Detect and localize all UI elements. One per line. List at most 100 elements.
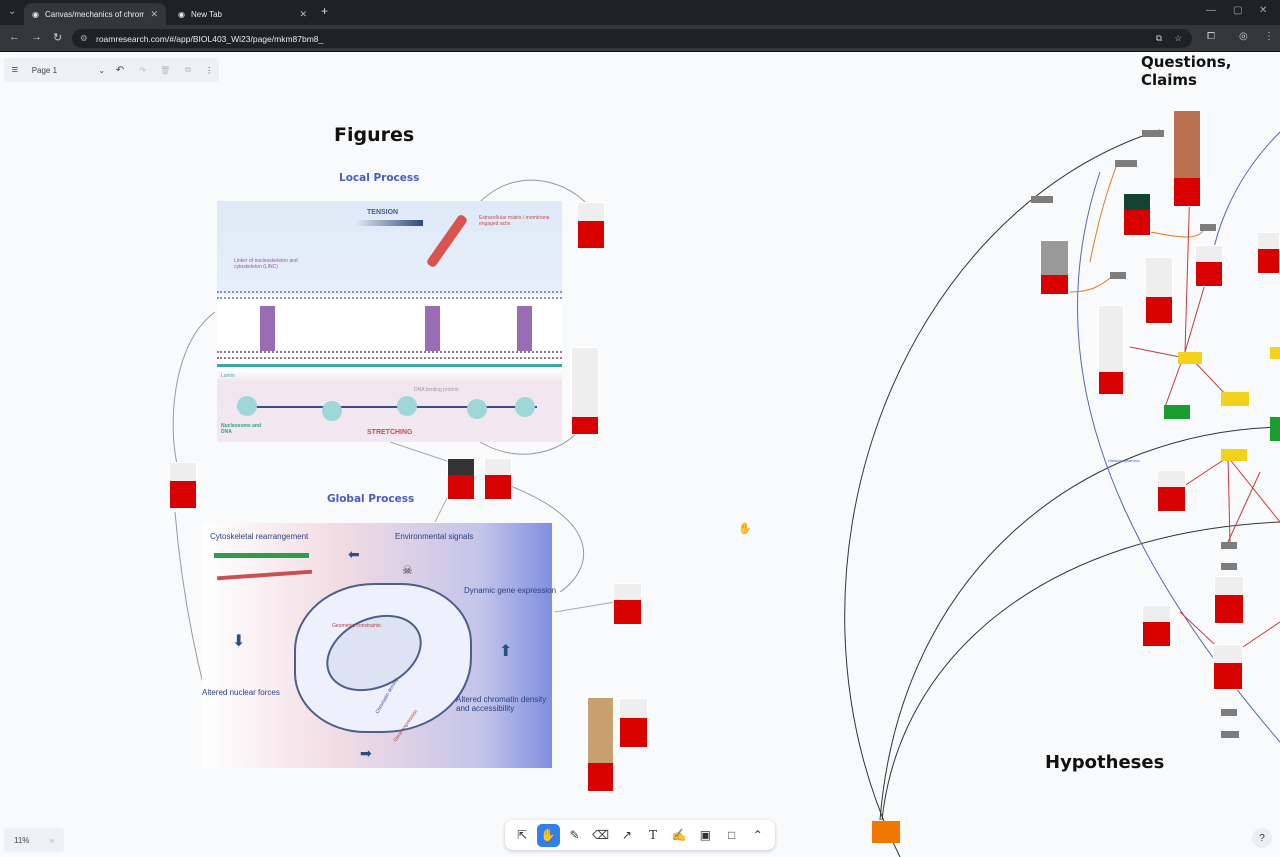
install-app-icon[interactable]: ⧉ (1155, 33, 1162, 43)
reference-card[interactable] (571, 347, 599, 435)
question-node[interactable] (1200, 224, 1216, 231)
claim-node[interactable] (1270, 347, 1280, 359)
question-node[interactable] (1221, 709, 1237, 716)
orange-connector (1149, 226, 1206, 238)
reference-card[interactable] (587, 697, 614, 792)
actin-filament (425, 213, 469, 269)
close-icon[interactable]: ✕ (150, 8, 158, 19)
local-process-figure[interactable]: TENSION Extracellular matrix / membrane … (217, 201, 562, 442)
dna-binding-label: DNA binding protein (414, 387, 459, 393)
gray-connector (499, 481, 585, 593)
question-node[interactable] (1110, 272, 1126, 279)
hamburger-menu-icon[interactable]: ≡ (11, 64, 19, 76)
close-icon[interactable]: ✕ (299, 8, 307, 19)
chrome-icon: ◉ (178, 9, 185, 19)
text-tool-icon[interactable]: T (649, 828, 658, 842)
reference-card[interactable] (1098, 305, 1124, 395)
maximize-icon[interactable]: ▢ (1233, 5, 1243, 16)
nucleosome-label: Nucleosome and DNA (221, 423, 262, 435)
reference-card[interactable] (1195, 245, 1223, 287)
select-tool-icon[interactable]: ⇱ (517, 828, 528, 842)
reload-icon[interactable]: ↻ (53, 32, 63, 44)
menu-icon[interactable]: ⋮ (1264, 31, 1274, 42)
reference-card[interactable] (1145, 257, 1173, 324)
hand-tool-icon[interactable]: ✋ (536, 823, 560, 847)
page-select[interactable]: Page 1 (31, 65, 58, 75)
tab-canvas[interactable]: ◉ Canvas/mechanics of chromatin ✕ (24, 3, 166, 25)
claim-node[interactable] (1178, 352, 1202, 364)
claim-node[interactable] (1221, 449, 1247, 461)
lamin-line (217, 364, 562, 367)
tab-new-tab[interactable]: ◉ New Tab ✕ (170, 3, 315, 25)
zoom-indicator[interactable]: 11% » (4, 828, 64, 852)
close-window-icon[interactable]: ✕ (1259, 5, 1268, 16)
claim-node[interactable] (1221, 392, 1249, 406)
note-tool-icon[interactable]: ✍ (671, 828, 687, 842)
reference-card[interactable] (1157, 470, 1186, 512)
reference-card[interactable] (619, 698, 648, 748)
reference-card[interactable] (613, 583, 642, 625)
reference-card[interactable] (169, 462, 197, 509)
reference-card[interactable] (1214, 576, 1244, 624)
toxin-bottle-icon: ☠ (402, 563, 413, 577)
reference-card[interactable] (447, 458, 475, 500)
reference-card[interactable] (1173, 110, 1201, 207)
whiteboard-canvas[interactable]: ≡ Page 1 ⌄ ↶ ↷ 🗑 ⧉ ⋮ Figures Questions, … (0, 52, 1280, 857)
linc-complex (425, 306, 440, 351)
reference-card[interactable] (1142, 605, 1171, 647)
rectangle-tool-icon[interactable]: □ (727, 828, 736, 842)
question-node[interactable] (1142, 130, 1164, 137)
chevron-down-icon[interactable]: ⌄ (98, 65, 106, 75)
expand-icon[interactable]: » (49, 835, 54, 845)
forward-icon[interactable]: → (31, 31, 42, 43)
reference-card[interactable] (1257, 232, 1280, 274)
evidence-node[interactable] (1164, 405, 1190, 419)
linc-complex (517, 306, 532, 351)
reference-card[interactable] (1213, 644, 1243, 690)
arrow-tool-icon[interactable]: ↗ (621, 828, 632, 842)
reference-card[interactable] (1040, 240, 1069, 295)
tab-search-icon[interactable]: ⌄ (8, 6, 17, 17)
microtubule (214, 553, 309, 558)
question-node[interactable] (1031, 196, 1053, 203)
reference-card[interactable] (484, 458, 512, 500)
reference-card[interactable] (1123, 193, 1151, 236)
ecm-label: Extracellular matrix / membrane engaged … (479, 215, 550, 227)
duplicate-icon[interactable]: ⧉ (185, 65, 191, 74)
top-toolbar: ≡ Page 1 ⌄ ↶ ↷ 🗑 ⧉ ⋮ (4, 58, 219, 82)
delete-icon[interactable]: 🗑 (160, 65, 171, 75)
global-process-figure[interactable]: Cytoskeletal rearrangement Environmental… (202, 523, 556, 768)
nuclear-forces-label: Altered nuclear forces (202, 688, 280, 697)
undo-icon[interactable]: ↶ (115, 64, 125, 76)
new-tab-button[interactable]: + (321, 4, 329, 18)
chevron-up-icon[interactable]: ⌃ (752, 828, 763, 842)
question-node[interactable] (1221, 731, 1239, 738)
eraser-tool-icon[interactable]: ⌫ (592, 828, 610, 842)
image-tool-icon[interactable]: ▣ (699, 828, 712, 842)
bookmark-star-icon[interactable]: ☆ (1174, 33, 1182, 43)
extensions-icon[interactable]: ⧠ (1207, 31, 1215, 42)
reference-card[interactable] (577, 202, 605, 249)
pencil-tool-icon[interactable]: ✎ (569, 828, 580, 842)
questions-heading: Questions, Claims (1141, 53, 1232, 89)
question-node[interactable] (1115, 160, 1137, 167)
question-node[interactable] (1221, 542, 1237, 549)
gray-connector (174, 511, 206, 693)
url-input[interactable]: ⚙ roamresearch.com/#/app/BIOL403_Wi23/pa… (72, 29, 1192, 48)
sticky-note[interactable] (872, 821, 900, 843)
question-node[interactable] (1221, 563, 1237, 570)
redo-icon[interactable]: ↷ (139, 65, 146, 75)
site-info-icon[interactable]: ⚙ (80, 33, 88, 43)
help-button[interactable]: ? (1252, 828, 1272, 848)
back-icon[interactable]: ← (9, 31, 20, 43)
minimize-icon[interactable]: — (1206, 5, 1216, 16)
evidence-node[interactable] (1270, 417, 1280, 441)
chromatin-density-label: Altered chromatin density and accessibil… (456, 695, 547, 713)
globe-icon: ◉ (32, 9, 39, 19)
dna-strand (237, 406, 537, 408)
profile-icon[interactable]: ◎ (1239, 31, 1248, 42)
more-options-icon[interactable]: ⋮ (205, 65, 214, 75)
arrow-left-icon: ⬅ (348, 546, 360, 562)
orange-connector (1089, 161, 1119, 263)
actin (216, 569, 313, 581)
